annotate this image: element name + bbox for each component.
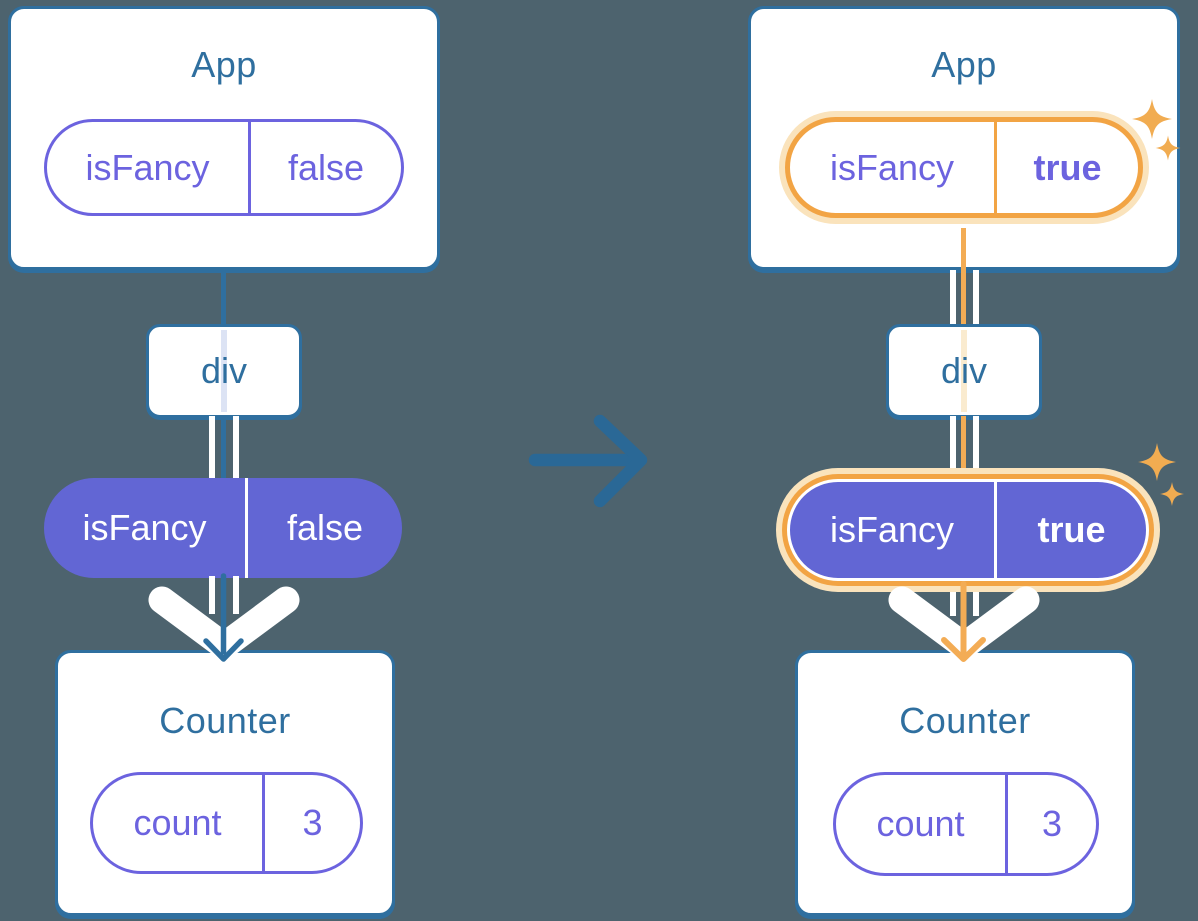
prop-value-cell: true	[1037, 509, 1106, 550]
sparkle-icon-small	[1160, 482, 1184, 506]
update-edge-div-to-pill	[961, 416, 966, 480]
prop-rail	[209, 416, 215, 482]
passed-prop-pill-after-highlighted: isFancy true	[787, 479, 1149, 581]
prop-name-cell: isFancy	[790, 482, 997, 578]
prop-pill-app-after-highlighted: isFancy true	[785, 117, 1143, 218]
prop-name-cell: isFancy	[47, 122, 251, 213]
prop-pill-app-before: isFancy false	[44, 119, 404, 216]
state-value-cell: 3	[1041, 803, 1063, 844]
state-name-cell: count	[93, 775, 265, 871]
prop-value-cell: true	[1033, 146, 1102, 188]
state-value-cell: 3	[302, 802, 323, 843]
tree-edge-app-to-div	[221, 270, 226, 328]
prop-flow-through-line	[961, 330, 967, 412]
counter-card-title: Counter	[899, 700, 1031, 741]
sparkle-icon-large	[1138, 443, 1176, 481]
passed-prop-pill-before: isFancy false	[44, 478, 402, 578]
tree-edge-div-to-pill	[221, 416, 226, 480]
div-box-after: div	[886, 324, 1042, 418]
prop-rail	[233, 576, 239, 614]
app-card-title: App	[931, 44, 997, 85]
white-chevron-icon	[888, 586, 1040, 660]
prop-rail	[209, 576, 215, 614]
prop-rail	[233, 416, 239, 482]
prop-rail	[950, 270, 956, 326]
prop-rail	[973, 416, 979, 480]
prop-name-cell: isFancy	[790, 122, 997, 213]
state-pill-counter-after: count 3	[833, 772, 1099, 876]
prop-rail	[950, 592, 956, 616]
state-pill-counter-before: count 3	[90, 772, 363, 874]
prop-rail	[950, 416, 956, 480]
prop-name-cell: isFancy	[44, 478, 248, 578]
right-arrow-icon	[528, 414, 648, 508]
state-name-cell: count	[836, 775, 1008, 873]
prop-rail	[973, 270, 979, 326]
prop-rail	[973, 592, 979, 616]
div-box-label: div	[940, 350, 988, 391]
state-update-line	[961, 228, 966, 270]
app-card-title: App	[191, 44, 257, 85]
div-box-label: div	[200, 350, 248, 391]
counter-card-title: Counter	[159, 700, 291, 741]
white-chevron-icon	[148, 586, 300, 660]
div-box-before: div	[146, 324, 302, 418]
prop-value-cell: false	[286, 507, 364, 548]
prop-value-cell: false	[287, 146, 365, 188]
update-edge-app-to-div	[961, 270, 966, 328]
prop-flow-through-line	[221, 330, 227, 412]
